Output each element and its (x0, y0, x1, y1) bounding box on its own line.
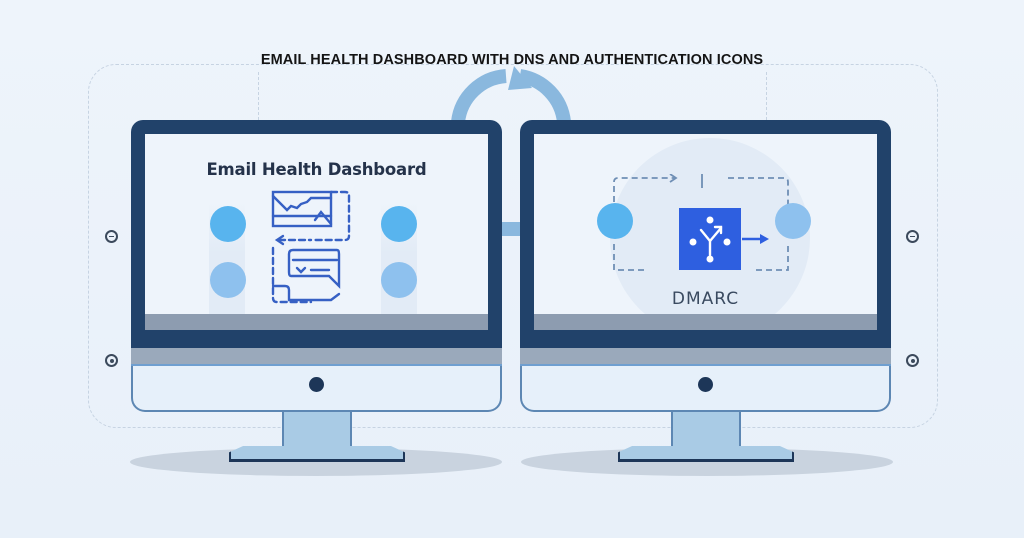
monitor-left: Email Health Dashboard (131, 120, 502, 462)
dmarc-routing-icon[interactable] (679, 208, 741, 270)
screen-bottom-strip (534, 314, 877, 330)
power-button[interactable] (309, 377, 324, 392)
monitor-base (229, 446, 405, 462)
chart-window-icon (271, 190, 351, 242)
guide-line-left (258, 72, 259, 120)
monitor-connector (501, 222, 521, 236)
monitor-chin (131, 366, 502, 412)
monitor-chin-bar (520, 348, 891, 366)
power-button[interactable] (698, 377, 713, 392)
monitor-base (618, 446, 794, 462)
status-circle[interactable] (381, 262, 417, 298)
guide-line-right (766, 72, 767, 120)
status-circle[interactable] (597, 203, 633, 239)
dashboard-title: Email Health Dashboard (206, 160, 427, 179)
monitor-neck (671, 412, 741, 448)
status-circle[interactable] (381, 206, 417, 242)
monitor-chin-bar (131, 348, 502, 366)
status-circle[interactable] (210, 206, 246, 242)
sync-arrows-icon (451, 66, 571, 124)
message-check-icon (271, 246, 341, 304)
target-icon (906, 354, 919, 367)
monitor-chin (520, 366, 891, 412)
outer-dashed-frame (88, 64, 938, 428)
arrow-right-icon (742, 234, 769, 244)
dashboard-screen: Email Health Dashboard (145, 134, 488, 330)
status-circle[interactable] (210, 262, 246, 298)
dmarc-screen: DMARC (534, 134, 877, 330)
dmarc-label: DMARC (671, 289, 740, 309)
monitor-neck (282, 412, 352, 448)
monitor-bezel: DMARC (520, 120, 891, 348)
face-icon (906, 230, 919, 243)
status-circle[interactable] (775, 203, 811, 239)
screen-bottom-strip (145, 314, 488, 330)
monitor-bezel: Email Health Dashboard (131, 120, 502, 348)
face-icon (105, 230, 118, 243)
target-icon (105, 354, 118, 367)
dashed-arrow-left-icon (274, 234, 313, 246)
monitor-right: DMARC (520, 120, 891, 462)
